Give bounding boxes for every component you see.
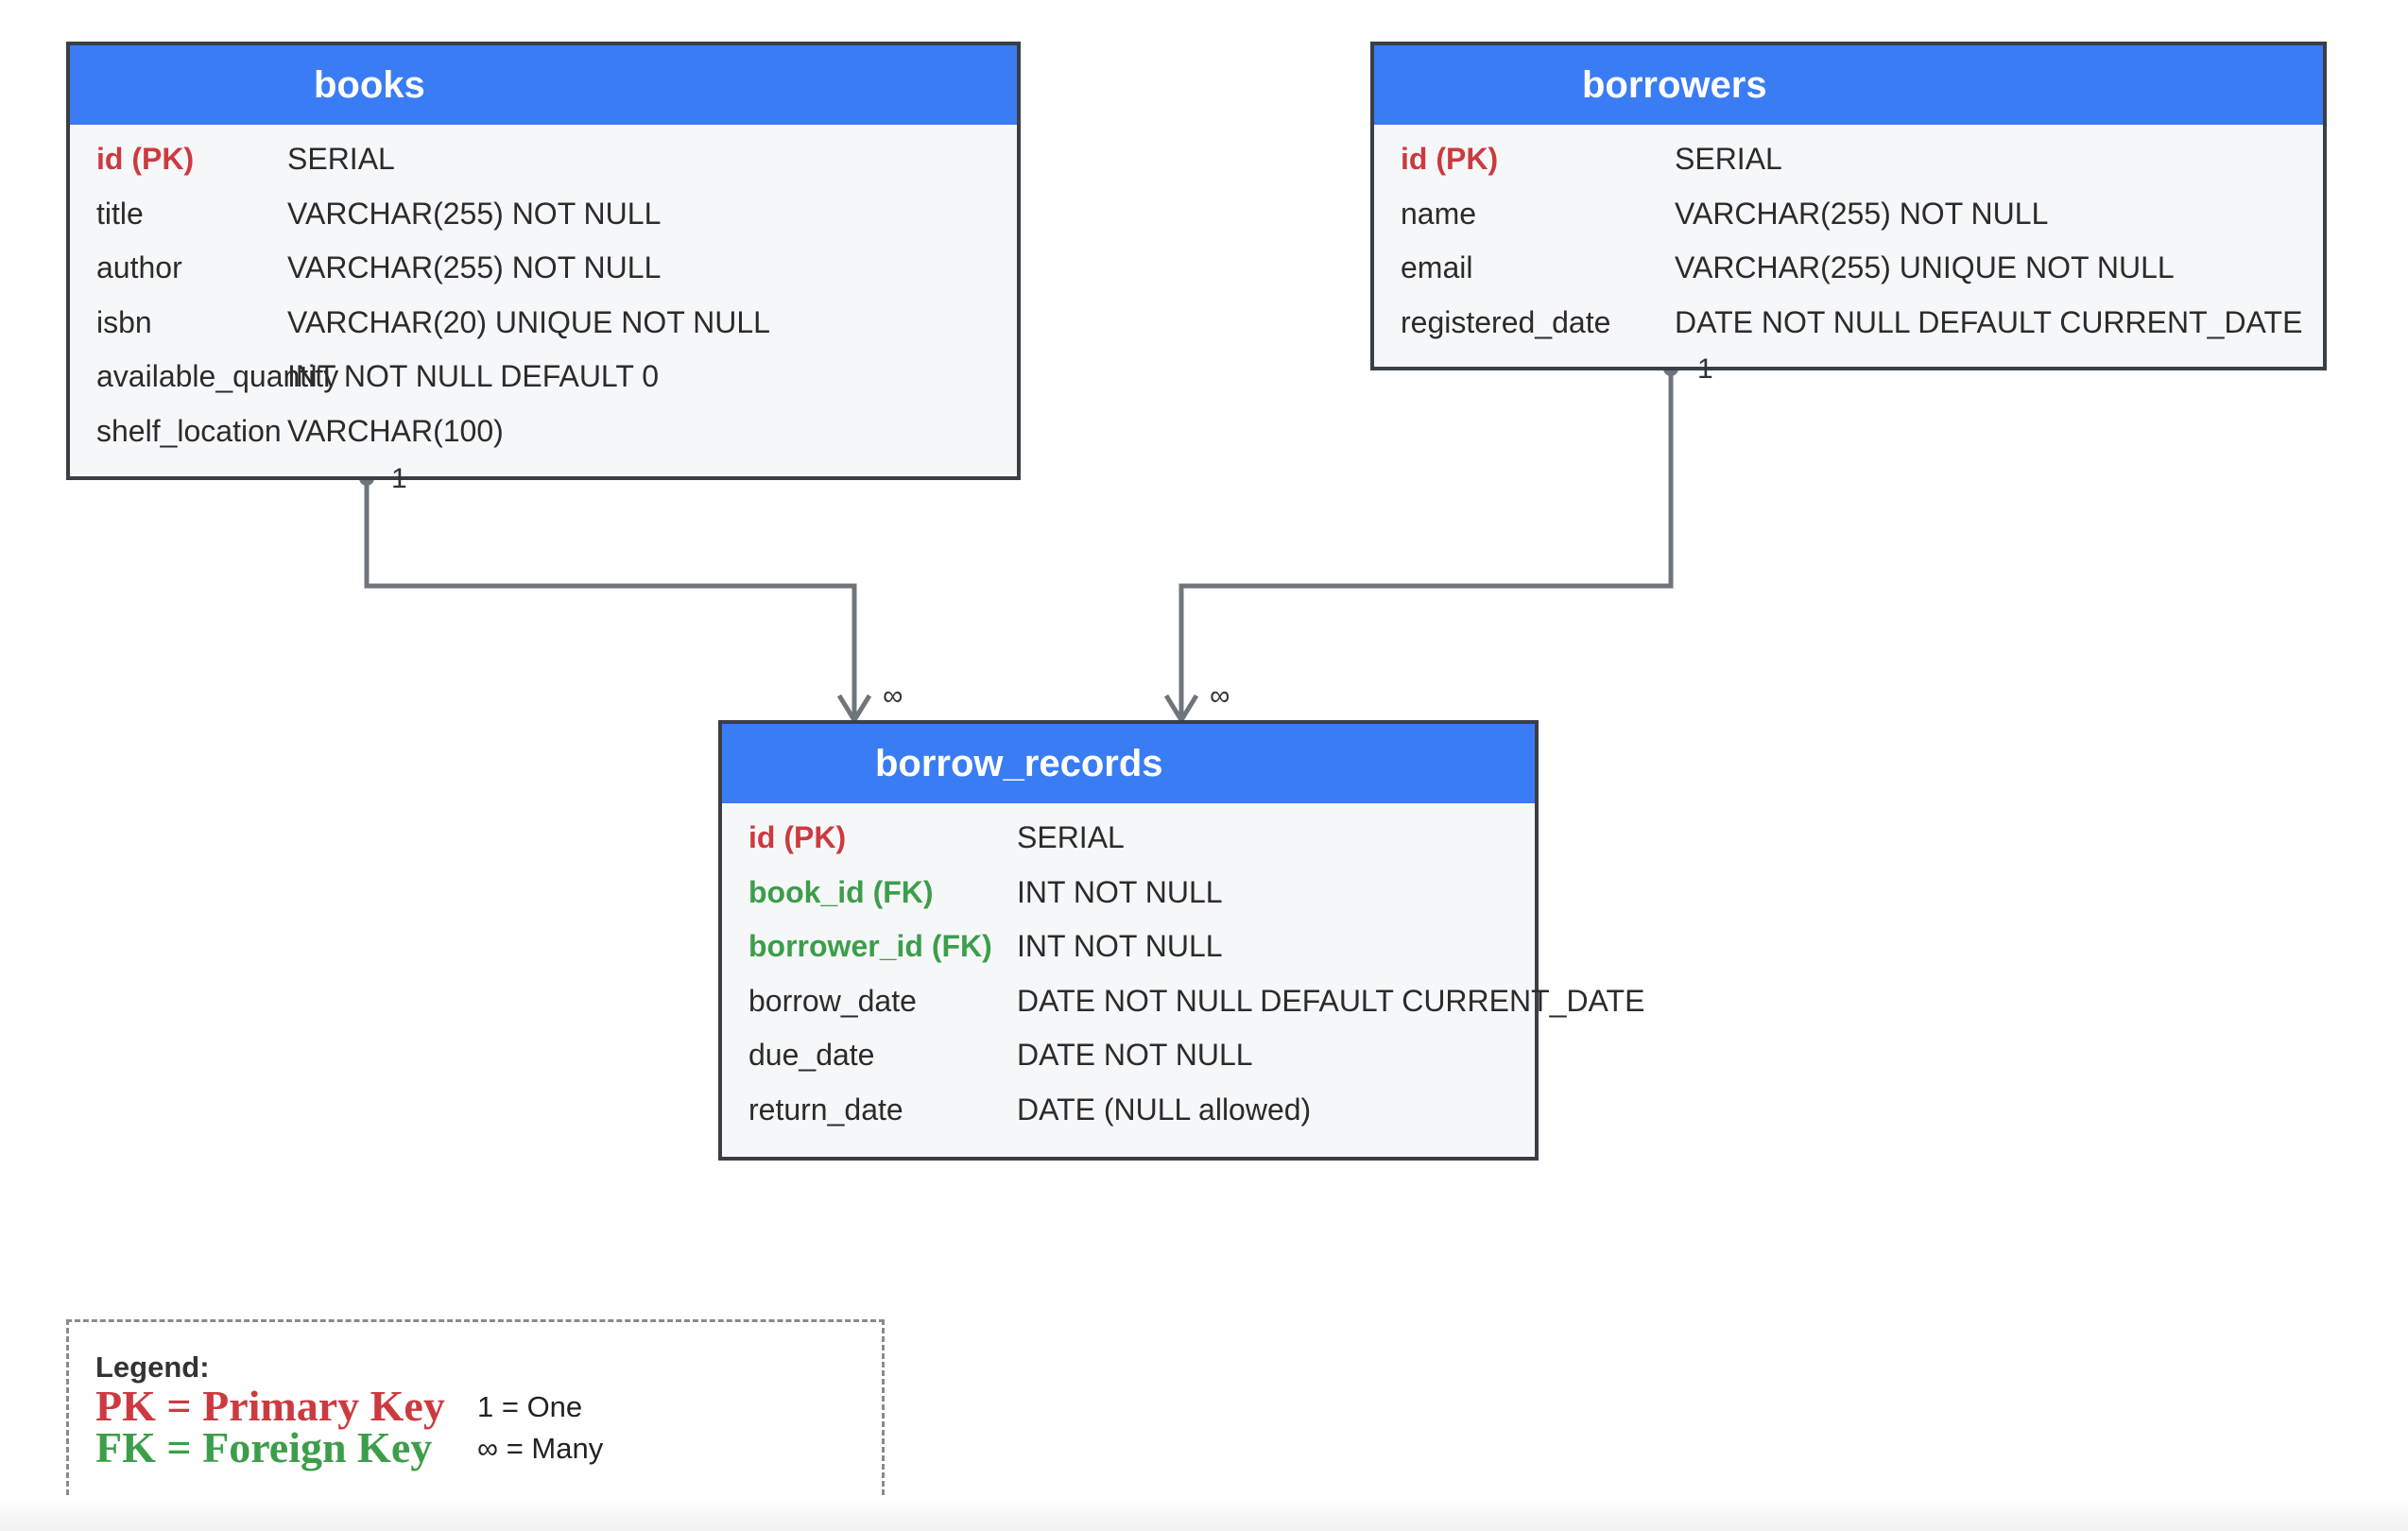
bottom-edge-shade — [0, 1497, 2408, 1531]
borrow-records-table-header: borrow_records — [722, 724, 1535, 803]
column-type: DATE NOT NULL DEFAULT CURRENT_DATE — [1675, 304, 2303, 339]
column-name: id (PK) — [748, 820, 847, 854]
column-name: borrow_date — [748, 983, 917, 1018]
column-type: DATE NOT NULL — [1017, 1038, 1253, 1072]
column-type: VARCHAR(255) NOT NULL — [287, 196, 662, 231]
cardinality-many-books: ∞ — [883, 680, 903, 712]
borrow-records-table-title: borrow_records — [875, 743, 1163, 784]
column-name: available_quantity — [96, 359, 339, 393]
cardinality-one-borrowers: 1 — [1697, 353, 1713, 385]
cardinality-many-borrowers: ∞ — [1210, 680, 1230, 712]
column-name: return_date — [748, 1092, 903, 1127]
column-type: SERIAL — [1675, 142, 1782, 176]
borrow-records-table: borrow_records id (PK) SERIAL book_id (F… — [718, 720, 1644, 1161]
legend-many: ∞ = Many — [477, 1432, 604, 1465]
column-type: DATE NOT NULL DEFAULT CURRENT_DATE — [1017, 983, 1645, 1018]
connector-line — [1178, 369, 1674, 718]
legend: Legend: PK = Primary Key FK = Foreign Ke… — [66, 1319, 885, 1512]
column-name: isbn — [96, 304, 152, 339]
borrow-records-row-due-date: due_date DATE NOT NULL — [722, 1028, 1535, 1083]
borrowers-row-id: id (PK) SERIAL — [1374, 132, 2323, 187]
column-name: borrower_id (FK) — [748, 929, 992, 963]
legend-title: Legend: — [95, 1350, 210, 1384]
cardinality-one-books: 1 — [391, 463, 407, 494]
borrowers-row-email: email VARCHAR(255) UNIQUE NOT NULL — [1374, 241, 2323, 296]
column-name: registered_date — [1401, 304, 1611, 339]
column-type: VARCHAR(255) NOT NULL — [287, 250, 662, 284]
column-name: name — [1401, 196, 1477, 231]
column-name: email — [1401, 250, 1473, 284]
books-row-available-quantity: available_quantity INT NOT NULL DEFAULT … — [70, 350, 1017, 404]
connector-line — [364, 478, 857, 718]
column-name: title — [96, 196, 144, 231]
books-row-author: author VARCHAR(255) NOT NULL — [70, 241, 1017, 296]
books-row-title: title VARCHAR(255) NOT NULL — [70, 187, 1017, 242]
relationship-books-borrow-records — [359, 471, 872, 725]
column-type: VARCHAR(100) — [287, 413, 504, 448]
column-name: id (PK) — [96, 142, 195, 176]
column-type: DATE (NULL allowed) — [1017, 1092, 1312, 1127]
column-type: INT NOT NULL DEFAULT 0 — [287, 359, 659, 393]
borrowers-table-header: borrowers — [1374, 45, 2323, 125]
borrowers-table: borrowers id (PK) SERIAL name VARCHAR(25… — [1370, 42, 2327, 370]
column-name: id (PK) — [1401, 142, 1499, 176]
books-row-shelf-location: shelf_location VARCHAR(100) — [70, 404, 1017, 459]
column-name: book_id (FK) — [748, 874, 934, 909]
legend-pk: PK = Primary Key — [95, 1382, 445, 1430]
books-table: books id (PK) SERIAL title VARCHAR(255) … — [66, 42, 1021, 480]
column-name: author — [96, 250, 182, 284]
column-type: INT NOT NULL — [1017, 929, 1223, 963]
borrow-records-row-return-date: return_date DATE (NULL allowed) — [722, 1083, 1535, 1138]
borrowers-table-title: borrowers — [1582, 64, 1767, 106]
borrowers-row-name: name VARCHAR(255) NOT NULL — [1374, 187, 2323, 242]
column-type: INT NOT NULL — [1017, 874, 1223, 909]
borrow-records-row-book-id: book_id (FK) INT NOT NULL — [722, 866, 1535, 920]
relationship-borrowers-borrow-records — [1163, 361, 1678, 725]
column-name: due_date — [748, 1038, 875, 1072]
column-type: SERIAL — [1017, 820, 1125, 854]
column-type: VARCHAR(255) UNIQUE NOT NULL — [1675, 250, 2175, 284]
books-row-isbn: isbn VARCHAR(20) UNIQUE NOT NULL — [70, 296, 1017, 351]
legend-fk: FK = Foreign Key — [95, 1423, 433, 1471]
borrow-records-row-borrow-date: borrow_date DATE NOT NULL DEFAULT CURREN… — [722, 974, 1644, 1029]
borrowers-row-registered-date: registered_date DATE NOT NULL DEFAULT CU… — [1374, 296, 2323, 351]
column-type: SERIAL — [287, 142, 395, 176]
books-table-header: books — [70, 45, 1017, 125]
books-row-id: id (PK) SERIAL — [70, 132, 1017, 187]
borrow-records-row-borrower-id: borrower_id (FK) INT NOT NULL — [722, 920, 1535, 974]
column-type: VARCHAR(255) NOT NULL — [1675, 196, 2049, 231]
column-type: VARCHAR(20) UNIQUE NOT NULL — [287, 304, 770, 339]
borrow-records-row-id: id (PK) SERIAL — [722, 811, 1535, 866]
legend-one: 1 = One — [477, 1390, 583, 1423]
books-table-title: books — [314, 64, 425, 106]
column-name: shelf_location — [96, 413, 282, 448]
